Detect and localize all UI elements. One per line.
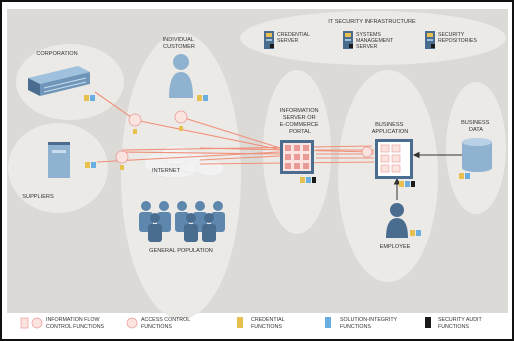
portal-function-icons — [300, 177, 316, 183]
infrastructure-zone — [240, 11, 506, 65]
legend-solution-integrity-label: SOLUTION-INTEGRITY FUNCTIONS — [340, 317, 398, 330]
access-control-icon — [126, 317, 138, 329]
flow-control-nodes — [115, 110, 373, 164]
data-arrows — [393, 151, 462, 200]
credential-icon — [237, 317, 243, 328]
suppliers-label: SUPPLIERS — [22, 194, 54, 200]
solution-integrity-icon — [325, 317, 331, 328]
database-function-icons — [459, 173, 470, 179]
security-repositories-label: SECURITY REPOSITORIES — [438, 32, 477, 44]
flow-control-icon — [20, 317, 43, 329]
supplier-function-icons — [85, 162, 96, 168]
systems-management-server-icon — [343, 31, 353, 49]
customer-function-icons — [197, 95, 208, 101]
customer-person-icon — [169, 54, 193, 98]
credential-server-label: CREDENTIAL SERVER — [277, 32, 311, 44]
security-audit-icon — [425, 317, 431, 328]
legend-credential-label: CREDENTIAL FUNCTIONS — [251, 317, 286, 330]
database-icon — [462, 138, 492, 172]
info-server-label: INFORMATION SERVER OR E-COMMERCE PORTAL — [280, 108, 320, 135]
general-population-label: GENERAL POPULATION — [149, 248, 213, 254]
legend-security-audit-label: SECURITY AUDIT FUNCTIONS — [438, 317, 483, 330]
supplier-server-icon — [48, 142, 70, 178]
business-app-server-icon — [375, 139, 413, 179]
infrastructure-title: IT SECURITY INFRASTRUCTURE — [328, 19, 416, 25]
credential-server-icon — [264, 31, 274, 49]
internet-label: INTERNET — [152, 168, 181, 174]
corporation-function-icons — [84, 95, 95, 101]
corporation-label: CORPORATION — [36, 51, 77, 57]
legend-strip — [7, 313, 508, 337]
employee-function-icons — [410, 230, 421, 236]
employee-label: EMPLOYEE — [380, 244, 411, 250]
business-application-label: BUSINESS APPLICATION — [372, 122, 409, 135]
individual-customer-label: INDIVIDUAL CUSTOMER — [163, 37, 196, 50]
corporation-building-icon — [28, 66, 90, 96]
portal-server-icon — [280, 140, 314, 174]
legend: INFORMATION FLOW CONTROL FUNCTIONS ACCES… — [20, 317, 483, 330]
access-control-node-marks — [120, 126, 183, 170]
employee-person-icon — [386, 203, 408, 238]
business-data-label: BUSINESS DATA — [461, 120, 491, 133]
legend-access-control-label: ACCESS CONTROL FUNCTIONS — [141, 317, 191, 330]
systems-management-label: SYSTEMS MANAGEMENT SERVER — [356, 32, 395, 50]
general-population-icon — [139, 201, 225, 242]
business-app-function-icons — [399, 181, 415, 187]
security-repositories-icon — [425, 31, 435, 49]
legend-flow-control-label: INFORMATION FLOW CONTROL FUNCTIONS — [46, 317, 105, 330]
